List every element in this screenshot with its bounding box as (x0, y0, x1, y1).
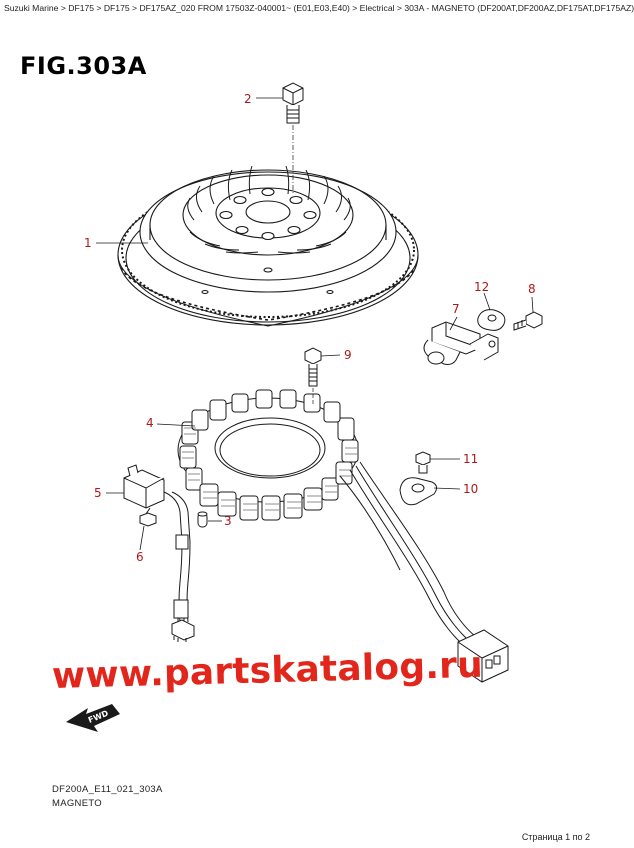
harness-clamp[interactable] (399, 477, 438, 506)
pulser-connector[interactable] (171, 619, 195, 642)
rotor-bolt[interactable] (282, 82, 304, 124)
callout-5: 5 (94, 486, 102, 500)
breadcrumb-sep: > (58, 3, 69, 13)
fwd-arrow-icon: FWD (66, 704, 120, 732)
callout-4: 4 (146, 416, 154, 430)
breadcrumb-sep: > (94, 3, 104, 13)
harness-connector[interactable] (457, 629, 509, 683)
figure-title: FIG.303A (20, 52, 147, 80)
position-sensor[interactable] (423, 321, 499, 365)
sensor-bolt[interactable] (513, 311, 543, 331)
sensor-seal[interactable] (477, 309, 506, 331)
leader-lines (96, 97, 534, 551)
diagram-name: MAGNETO (52, 798, 102, 809)
diagram-code: DF200A_E11_021_303A (52, 784, 163, 795)
stator-assembly[interactable] (177, 389, 359, 521)
callouts: 1 2 3 4 5 6 7 8 9 10 11 12 (84, 92, 536, 564)
flywheel-rotor[interactable] (117, 165, 419, 327)
breadcrumb-link-1[interactable]: Suzuki Marine (4, 3, 59, 13)
magneto-diagram: FWD 1 2 3 4 5 6 7 8 9 10 11 12 (66, 82, 543, 732)
callout-9: 9 (344, 348, 352, 362)
breadcrumb-link-5[interactable]: Electrical (359, 3, 395, 13)
callout-11: 11 (463, 452, 478, 466)
breadcrumb-link-3[interactable]: DF175 (103, 3, 130, 13)
breadcrumb-link-2[interactable]: DF175 (68, 3, 95, 13)
dowel-pin[interactable] (197, 511, 208, 528)
callout-7: 7 (452, 302, 460, 316)
breadcrumb-sep: > (394, 3, 405, 13)
pulser-lead[interactable] (163, 491, 191, 626)
breadcrumb-sep: > (129, 3, 140, 13)
stator-screw[interactable] (304, 347, 322, 387)
callout-3: 3 (224, 514, 232, 528)
callout-12: 12 (474, 280, 489, 294)
breadcrumb-sep: > (349, 3, 360, 13)
breadcrumb-link-4[interactable]: DF175AZ_020 FROM 17503Z-040001~ (E01,E03… (139, 3, 350, 13)
callout-10: 10 (463, 482, 478, 496)
page-indicator: Страница 1 по 2 (521, 832, 590, 842)
pulser-coil[interactable] (123, 464, 165, 509)
stator-harness[interactable] (339, 461, 481, 651)
breadcrumb: Suzuki Marine > DF175 > DF175 > DF175AZ_… (4, 3, 634, 14)
pulser-screw[interactable] (139, 507, 157, 527)
clamp-screw[interactable] (415, 451, 431, 474)
callout-6: 6 (136, 550, 144, 564)
callout-2: 2 (244, 92, 252, 106)
breadcrumb-current: 303A - MAGNETO (DF200AT,DF200AZ,DF175AT,… (404, 3, 634, 13)
callout-8: 8 (528, 282, 536, 296)
callout-1: 1 (84, 236, 92, 250)
